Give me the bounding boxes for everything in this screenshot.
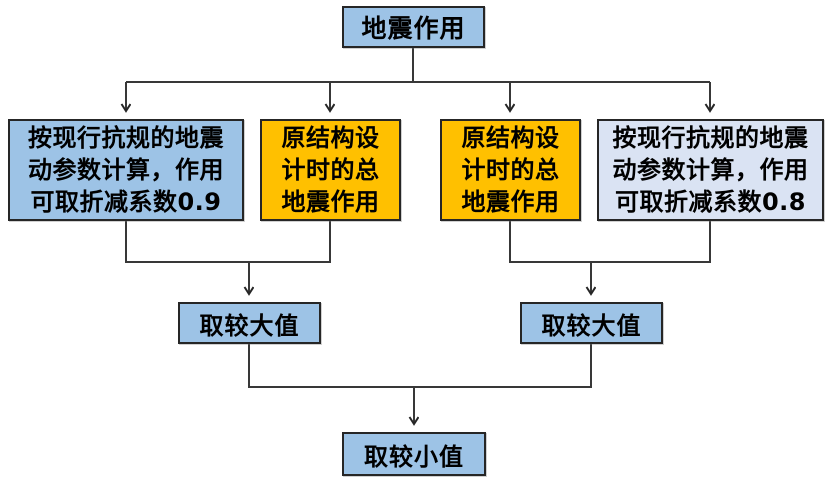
node-take-larger-right: 取较大值 <box>520 302 663 344</box>
node-take-smaller: 取较小值 <box>342 432 486 476</box>
node-current-code-reduction-0-8: 按现行抗规的地震 动参数计算，作用 可取折减系数0.8 <box>597 119 824 221</box>
connector-merge-right <box>509 221 711 263</box>
node-current-code-reduction-0-9: 按现行抗规的地震 动参数计算，作用 可取折减系数0.9 <box>8 119 244 221</box>
node-seismic-action: 地震作用 <box>342 6 485 48</box>
node-original-design-total-left: 原结构设 计时的总 地震作用 <box>260 119 401 221</box>
connector-merge-bottom <box>248 344 592 388</box>
node-take-larger-left: 取较大值 <box>178 302 321 344</box>
node-original-design-total-right: 原结构设 计时的总 地震作用 <box>440 119 581 221</box>
connector-merge-left <box>125 221 331 263</box>
